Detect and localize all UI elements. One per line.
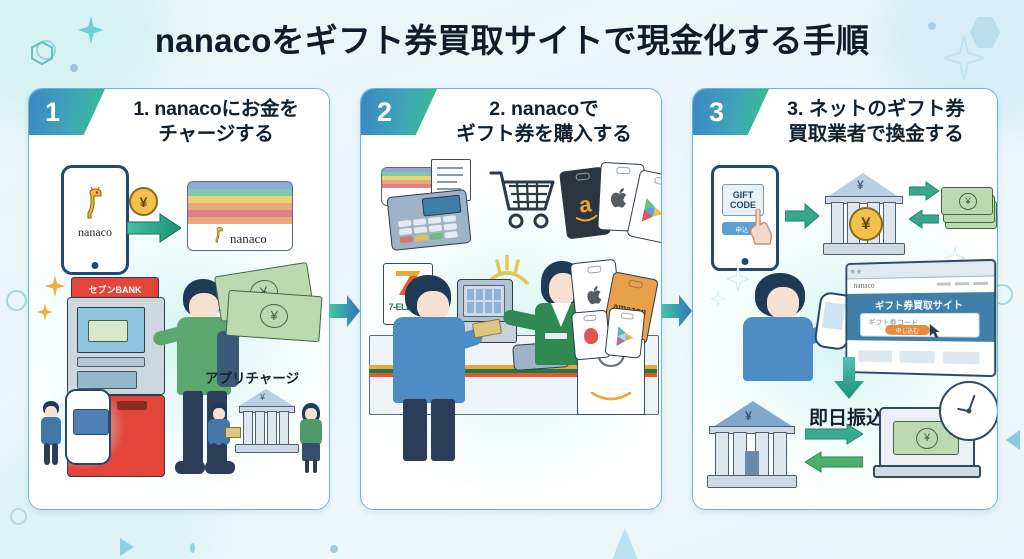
bank-scene-person-left <box>205 403 241 467</box>
step-card-2: 2 2. nanacoで ギフト券を購入する nanaco <box>360 88 662 510</box>
step-number-1: 1 <box>45 96 61 127</box>
customer-person <box>387 275 503 467</box>
same-day-transfer-caption: 即日振込 <box>809 408 886 429</box>
browser-titlebar <box>847 260 995 280</box>
sparkle-icon-step1-b <box>37 303 53 321</box>
step-2-illustration: nanaco <box>361 151 661 509</box>
code-to-bank-arrow-icon <box>785 203 819 229</box>
laptop-to-bank-arrow-icon <box>805 451 863 473</box>
giftcard-amazon: a <box>559 166 611 240</box>
step-card-3: 3 3. ネットのギフト券 買取業者で換金する GIFT CODE 申込 <box>692 88 998 510</box>
sparkle-icon-step1-a <box>45 275 65 297</box>
decorative-circle-left <box>6 290 27 311</box>
step-heading-3-line1: 3. ネットのギフト券 <box>787 98 965 120</box>
exchange-arrow-left-icon <box>909 209 939 229</box>
decorative-circle-bottomleft <box>10 508 27 525</box>
yen-coin-icon: ¥ <box>129 187 158 216</box>
arrow-step1-to-step2 <box>330 294 360 328</box>
step-heading-1-line2: チャージする <box>158 122 274 145</box>
decorative-dot-topleft <box>70 64 78 72</box>
decorative-dot-bottom-2 <box>190 543 195 553</box>
step-number-badge-3: 3 <box>693 89 769 135</box>
nanaco-giraffe-logo-icon <box>80 186 110 226</box>
step-heading-1: 1. nanacoにお金を チャージする <box>111 97 321 147</box>
page-title-bar: nanacoをギフト券買取サイトで現金化する手順 <box>0 14 1024 62</box>
step-heading-3-line2: 買取業者で換金する <box>788 122 964 145</box>
sparkle-icon-step3-b <box>711 291 725 306</box>
decorative-triangle-right <box>1006 430 1020 450</box>
bank-scene-small: ¥ <box>205 389 325 473</box>
step-card-1-inner: 1 1. nanacoにお金を チャージする <box>29 89 329 509</box>
bag-giftcard-google-play <box>604 307 646 359</box>
step-card-1: 1 1. nanacoにお金を チャージする <box>28 88 330 510</box>
step-card-2-inner: 2 2. nanacoで ギフト券を購入する nanaco <box>361 89 661 509</box>
step-number-3: 3 <box>709 96 725 127</box>
site-brand: nanaco <box>853 280 875 290</box>
step-1-illustration: nanaco ¥ <box>29 151 329 509</box>
gift-code-display: GIFT CODE <box>722 184 764 216</box>
person-with-smartphone <box>733 273 855 383</box>
nanaco-app-phone: nanaco <box>61 165 129 275</box>
step-number-badge-1: 1 <box>29 89 105 135</box>
decorative-triangle-bottom-center <box>612 528 638 559</box>
decorative-triangle-bottom-left <box>120 538 134 556</box>
nanaco-app-wordmark: nanaco <box>78 225 112 239</box>
site-code-field[interactable]: ギフト券コード 申し込む <box>860 312 980 338</box>
giftcard-apple-floating <box>569 258 623 330</box>
nanaco-card-wordmark: nanaco <box>230 231 267 246</box>
google-play-logo-icon <box>641 198 661 222</box>
shopping-cart-icon <box>489 169 557 236</box>
step-heading-2: 2. nanacoで ギフト券を購入する <box>435 97 653 147</box>
site-title: ギフト券買取サイト <box>874 300 964 313</box>
bank-yen-symbol: ¥ <box>857 178 864 192</box>
site-hero: ギフト券買取サイト ギフト券コード 申し込む <box>847 292 995 342</box>
arrow-step2-to-step3 <box>662 294 692 328</box>
step-heading-3: 3. ネットのギフト券 買取業者で換金する <box>763 97 989 147</box>
step-heading-2-line2: ギフト券を購入する <box>456 122 632 145</box>
bank-scene-person-right <box>297 403 325 473</box>
step-heading-2-line1: 2. nanacoで <box>489 98 599 120</box>
step-number-badge-2: 2 <box>361 89 437 135</box>
site-submit-button[interactable]: 申し込む <box>885 324 930 336</box>
bank-building-yen: ¥ ¥ <box>821 173 905 257</box>
nanaco-card: nanaco <box>187 181 293 251</box>
app-charge-caption: アプリチャージ <box>205 371 300 386</box>
step-3-illustration: GIFT CODE 申込 <box>693 151 997 509</box>
cash-bills-group: ¥ ¥ <box>213 261 323 343</box>
giftcard-buyback-website: nanaco ギフト券買取サイト ギフト券コード 申し込む <box>845 258 997 378</box>
nanaco-card-giraffe-icon <box>215 227 223 243</box>
page-title: nanacoをギフト券買取サイトで現金化する手順 <box>154 22 870 59</box>
laptop-money-symbol: ¥ <box>916 428 938 449</box>
pointing-hand-icon <box>747 208 777 250</box>
clock-icon <box>939 381 997 441</box>
transfer-down-arrow-icon <box>833 357 865 404</box>
amazon-smile-icon <box>590 391 632 401</box>
apple-logo-icon <box>610 188 627 208</box>
bank-building-bottom: ¥ <box>707 401 799 489</box>
inset-person <box>37 401 65 467</box>
step-heading-1-line1: 1. nanacoにお金を <box>133 98 299 120</box>
cash-stack: ¥ <box>941 177 997 235</box>
cursor-icon <box>929 323 941 344</box>
charge-flow-arrow-icon <box>127 213 181 243</box>
giftcard-google-play <box>626 169 661 245</box>
shoulder-bag <box>217 331 239 387</box>
yen-symbol: ¥ <box>139 193 148 210</box>
bank-yen-coin: ¥ <box>849 207 883 241</box>
giftcard-apple <box>597 161 645 233</box>
atm-screen <box>77 307 145 353</box>
pos-terminal <box>386 188 472 252</box>
inset-phone <box>65 389 111 465</box>
step-card-3-inner: 3 3. ネットのギフト券 買取業者で換金する GIFT CODE 申込 <box>693 89 997 509</box>
step-number-2: 2 <box>377 96 393 127</box>
exchange-arrow-right-icon <box>909 181 939 201</box>
bank-to-laptop-arrow-icon <box>805 423 863 445</box>
decorative-dot-bottom <box>330 545 338 553</box>
